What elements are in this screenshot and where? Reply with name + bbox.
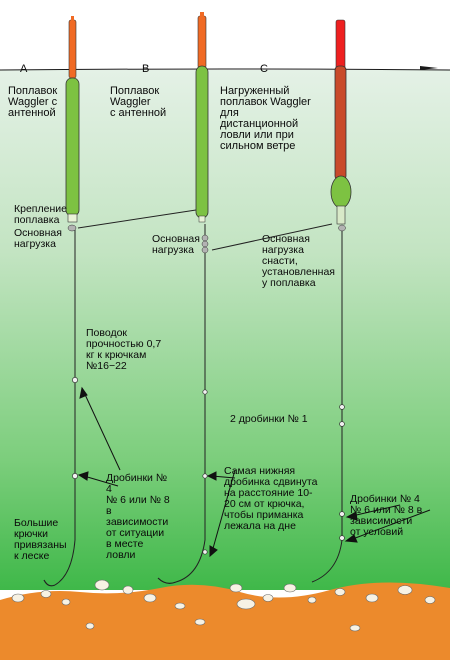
float-b xyxy=(195,12,209,254)
label-shots-a: Дробинки № 4 № 6 или № 8 в зависимости о… xyxy=(106,472,170,561)
fishing-lines xyxy=(43,209,343,587)
label-main-load-a: Основная нагрузка xyxy=(14,227,62,250)
column-letter-c: C xyxy=(260,63,268,75)
label-shots-c: Дробинки № 4 № 6 или № 8 в зависимости о… xyxy=(350,493,423,538)
float-a xyxy=(65,16,80,232)
float-c xyxy=(330,19,352,232)
bottom-soil xyxy=(0,582,450,660)
line-a xyxy=(54,226,76,586)
title-float-c: Нагруженный поплавок Waggler для дистанц… xyxy=(220,85,311,152)
title-float-a: Поплавок Waggler с антенной xyxy=(8,85,58,119)
label-main-load-b: Основная нагрузка xyxy=(152,233,200,256)
label-two-shots: 2 дробинки № 1 xyxy=(230,413,308,425)
label-float-attachment: Крепление поплавка xyxy=(14,203,67,226)
label-leader: Поводок прочностью 0,7 кг к крючкам №16−… xyxy=(86,327,162,372)
label-lowest-shot: Самая нижняя дробинка сдвинута на рассто… xyxy=(224,465,318,532)
pebbles xyxy=(11,579,436,632)
water-surface xyxy=(0,68,450,71)
line-b xyxy=(175,224,206,583)
title-float-b: Поплавок Waggler с антенной xyxy=(110,85,167,119)
label-hooks: Большие крючки привязаны к леске xyxy=(14,517,67,562)
pointer-arrows xyxy=(77,386,431,558)
split-shots xyxy=(72,377,345,555)
column-letter-b: B xyxy=(142,63,150,75)
label-main-load-c: Основная нагрузка снасти, установленная … xyxy=(262,233,335,289)
column-letter-a: A xyxy=(20,63,28,75)
